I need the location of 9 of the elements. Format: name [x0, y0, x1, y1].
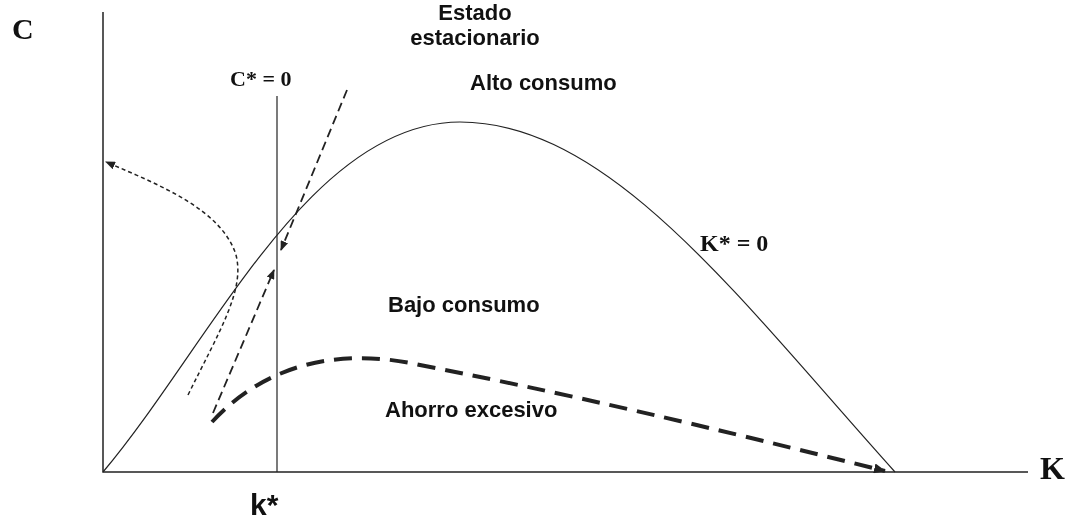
- region-label: Bajo consumo: [388, 292, 540, 318]
- axis-label: K: [1040, 450, 1065, 487]
- axis-label: C: [12, 12, 34, 47]
- curve-label: Estado estacionario: [409, 0, 541, 51]
- curve-label: K* = 0: [700, 230, 769, 258]
- region-label: Ahorro excesivo: [385, 397, 558, 423]
- region-label: Alto consumo: [470, 70, 617, 96]
- curve-label: C* = 0: [230, 66, 292, 92]
- axis-label: k*: [250, 488, 279, 523]
